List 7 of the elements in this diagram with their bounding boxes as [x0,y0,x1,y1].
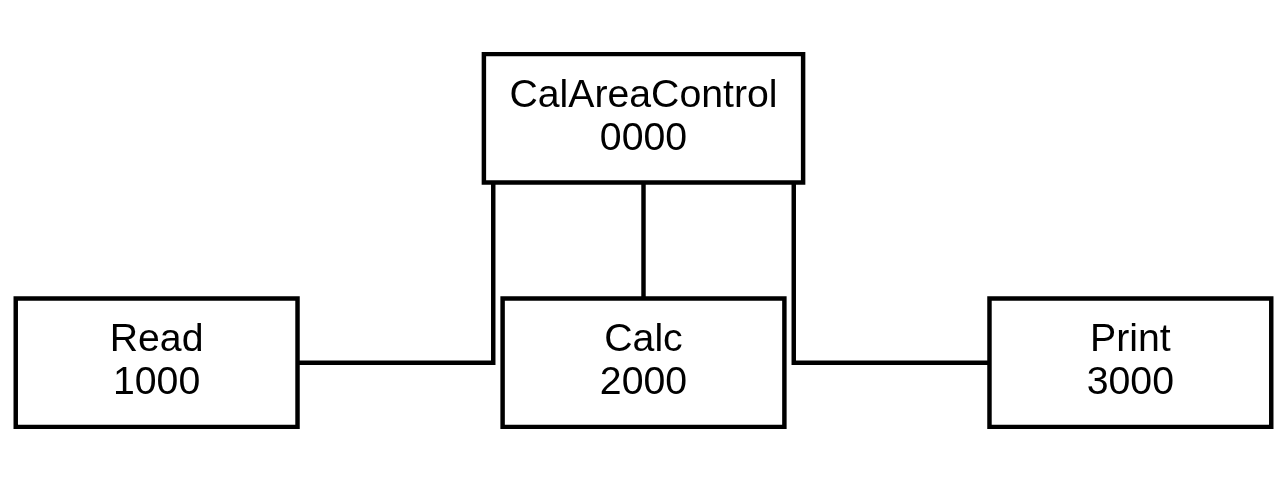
node-box: CalAreaControl 0000 [481,51,806,185]
connector [641,182,646,298]
node-box: Calc 2000 [500,295,787,429]
connector [297,182,496,365]
node-box: Print 3000 [987,295,1274,429]
connector [791,182,990,365]
node-box: Read 1000 [13,295,300,429]
